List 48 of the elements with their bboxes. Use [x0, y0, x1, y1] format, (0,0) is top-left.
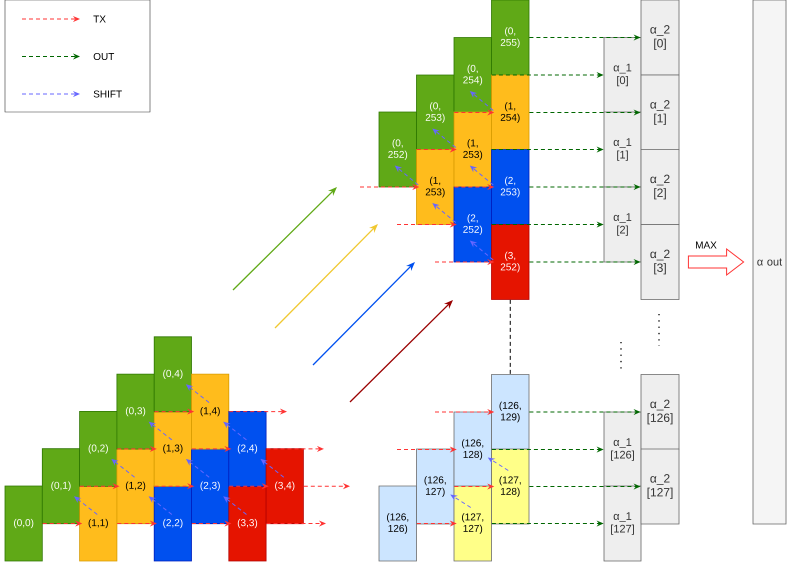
- grid-cell: (0, 254): [454, 37, 492, 113]
- value-box: α_2 [127]: [640, 448, 680, 524]
- value-box: α_1 [2]: [604, 186, 642, 262]
- grid-cell: (1,4): [191, 374, 230, 450]
- value-box: α_1 [126]: [604, 412, 642, 488]
- grid-cell: (1, 254): [491, 74, 530, 150]
- grid-cell: (1,1): [79, 486, 118, 562]
- edge-label: MAX: [694, 240, 718, 250]
- value-box: α_2 [1]: [640, 74, 680, 150]
- grid-cell: (1,3): [154, 411, 192, 487]
- grid-cell: (0, 253): [416, 74, 454, 150]
- grid-cell: (1,2): [116, 448, 155, 524]
- grid-cell: (2, 252): [454, 186, 492, 262]
- grid-cell: (0,1): [42, 448, 80, 524]
- value-box: α_2 [2]: [640, 149, 680, 225]
- grid-cell: (0,3): [116, 374, 155, 450]
- value-box: α_1 [127]: [604, 486, 642, 562]
- grid-cell: (0, 255): [491, 0, 530, 76]
- grid-cell: (2, 253): [491, 149, 530, 225]
- grid-cell: (0,2): [79, 411, 118, 487]
- legend-label: SHIFT: [94, 90, 122, 98]
- grid-cell: (3, 252): [491, 224, 530, 300]
- value-box: α_2 [0]: [640, 0, 680, 76]
- dashed-line: [510, 299, 511, 375]
- grid-cell: (1, 253): [416, 149, 454, 225]
- grid-cell: (0,0): [4, 486, 43, 562]
- legend-label: TX: [93, 16, 106, 22]
- value-box: α_2 [126]: [640, 374, 680, 450]
- grid-cell: (126, 127): [416, 448, 454, 524]
- grid-cell: (126, 129): [491, 374, 530, 450]
- value-box: α_2 [3]: [640, 224, 680, 300]
- output-box: α out: [752, 0, 786, 524]
- value-box: α_1 [1]: [604, 112, 642, 188]
- grid-cell: (3,4): [266, 448, 304, 524]
- grid-cell: (1, 253): [454, 112, 492, 188]
- grid-cell: (3,3): [228, 486, 266, 562]
- grid-cell: (126, 128): [454, 412, 492, 488]
- grid-cell: (2,2): [154, 486, 192, 562]
- grid-cell: (0, 252): [378, 112, 417, 188]
- grid-cell: (127, 127): [454, 486, 492, 562]
- legend-label: OUT: [94, 52, 114, 60]
- grid-cell: (0,4): [154, 336, 192, 412]
- grid-cell: (2,4): [228, 411, 266, 487]
- grid-cell: (2,3): [191, 448, 230, 524]
- block-arrow: [688, 248, 744, 276]
- grid-cell: (126, 126): [378, 486, 417, 562]
- grid-cell: (127, 128): [491, 448, 530, 524]
- value-box: α_1 [0]: [604, 37, 642, 113]
